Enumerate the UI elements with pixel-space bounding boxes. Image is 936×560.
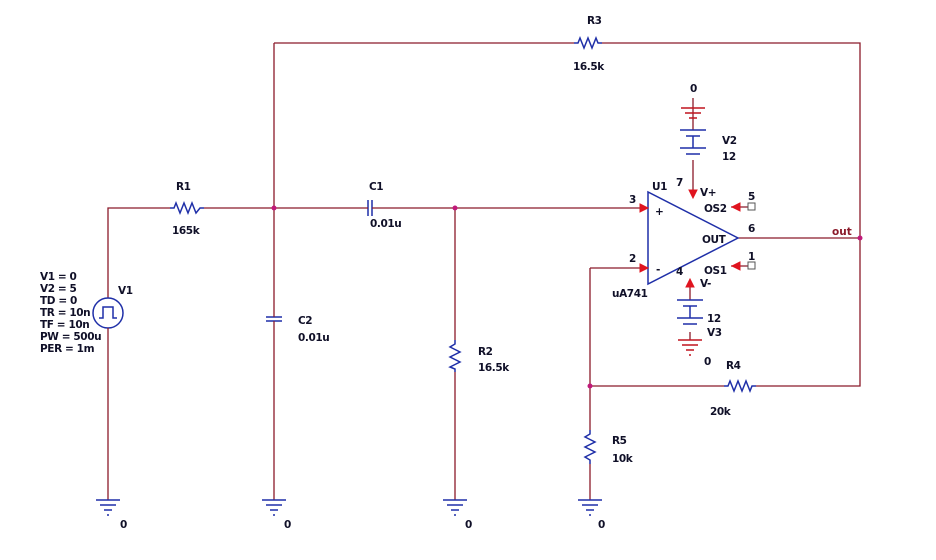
os2-pin-label: OS2 xyxy=(704,203,727,215)
os1-terminal[interactable] xyxy=(747,261,756,270)
v1-param: TD = 0 xyxy=(40,295,77,307)
v3-value: 12 xyxy=(707,313,721,325)
minus-input-sign: - xyxy=(656,264,660,276)
c2-value: 0.01u xyxy=(298,332,329,344)
ground-label: 0 xyxy=(598,519,605,531)
r4-value: 20k xyxy=(710,406,732,418)
dc-source-v3[interactable]: 12 V3 xyxy=(677,299,722,339)
u1-ref: U1 xyxy=(652,181,667,193)
r3-value: 16.5k xyxy=(573,61,605,73)
r3-ref: R3 xyxy=(587,15,602,27)
pin-7-label: 7 xyxy=(676,177,683,189)
out-pin-label: OUT xyxy=(702,234,727,246)
resistor-r2[interactable]: R2 16.5k xyxy=(448,340,511,374)
pin-3-label: 3 xyxy=(629,194,636,206)
r5-ref: R5 xyxy=(612,435,627,447)
v2-ref: V2 xyxy=(722,135,737,147)
plus-input-sign: + xyxy=(655,206,663,218)
pin-2-label: 2 xyxy=(629,253,636,265)
ground-v2: 0 xyxy=(681,83,705,119)
net-label-out: out xyxy=(832,226,852,238)
ground-r2: 0 xyxy=(443,499,472,531)
r5-value: 10k xyxy=(612,453,634,465)
resistor-r5[interactable]: R5 10k xyxy=(583,430,634,465)
v1-param: PW = 500u xyxy=(40,331,101,343)
v1-param: TR = 10n xyxy=(40,307,90,319)
r2-ref: R2 xyxy=(478,346,493,358)
c1-value: 0.01u xyxy=(370,218,401,230)
u1-model: uA741 xyxy=(612,288,648,300)
ground-label: 0 xyxy=(465,519,472,531)
c2-ref: C2 xyxy=(298,315,312,327)
os1-pin-label: OS1 xyxy=(704,265,727,277)
junction-node xyxy=(587,383,593,389)
pin-4-label: 4 xyxy=(676,266,683,278)
pulse-source-v1[interactable]: V1 V1 = 0 V2 = 5 TD = 0 TR = 10n TF = 10… xyxy=(40,271,133,355)
pin-1-label: 1 xyxy=(748,251,755,263)
r1-value: 165k xyxy=(172,225,201,237)
junction-node xyxy=(271,205,277,211)
r1-ref: R1 xyxy=(176,181,191,193)
v1-param: V2 = 5 xyxy=(40,283,77,295)
junction-node xyxy=(452,205,458,211)
resistor-r1[interactable]: R1 165k xyxy=(170,181,204,237)
v1-param: TF = 10n xyxy=(40,319,89,331)
wires xyxy=(107,42,861,500)
r4-ref: R4 xyxy=(726,360,741,372)
resistor-r3[interactable]: R3 16.5k xyxy=(573,15,606,73)
v1-params: V1 = 0 V2 = 5 TD = 0 TR = 10n TF = 10n P… xyxy=(40,271,102,355)
pin-6-label: 6 xyxy=(748,223,755,235)
ground-v1: 0 xyxy=(96,499,127,531)
c1-ref: C1 xyxy=(369,181,383,193)
ground-label: 0 xyxy=(120,519,127,531)
ground-label: 0 xyxy=(704,356,711,368)
v3-ref: V3 xyxy=(707,327,722,339)
junction-node xyxy=(857,235,863,241)
vminus-pin-label: V- xyxy=(700,278,711,290)
ground-r5: 0 xyxy=(578,499,605,531)
opamp-u1[interactable]: U1 uA741 + - 3 2 7 4 5 6 1 V+ V- OS2 OS1… xyxy=(612,177,756,300)
capacitor-c2[interactable]: C2 0.01u xyxy=(266,312,330,344)
v2-value: 12 xyxy=(722,151,736,163)
ground-v3: 0 xyxy=(678,339,711,368)
os2-terminal[interactable] xyxy=(747,202,756,211)
r2-value: 16.5k xyxy=(478,362,510,374)
v1-param: V1 = 0 xyxy=(40,271,77,283)
ground-label: 0 xyxy=(690,83,697,95)
capacitor-c1[interactable]: C1 0.01u xyxy=(364,181,402,230)
vplus-pin-label: V+ xyxy=(700,187,716,199)
v1-param: PER = 1m xyxy=(40,343,95,355)
ground-c2: 0 xyxy=(262,499,291,531)
dc-source-v2[interactable]: V2 12 xyxy=(680,129,737,163)
resistor-r4[interactable]: R4 20k xyxy=(710,360,756,418)
ground-label: 0 xyxy=(284,519,291,531)
v1-ref: V1 xyxy=(118,285,133,297)
pin-5-label: 5 xyxy=(748,191,755,203)
junctions xyxy=(271,205,863,389)
